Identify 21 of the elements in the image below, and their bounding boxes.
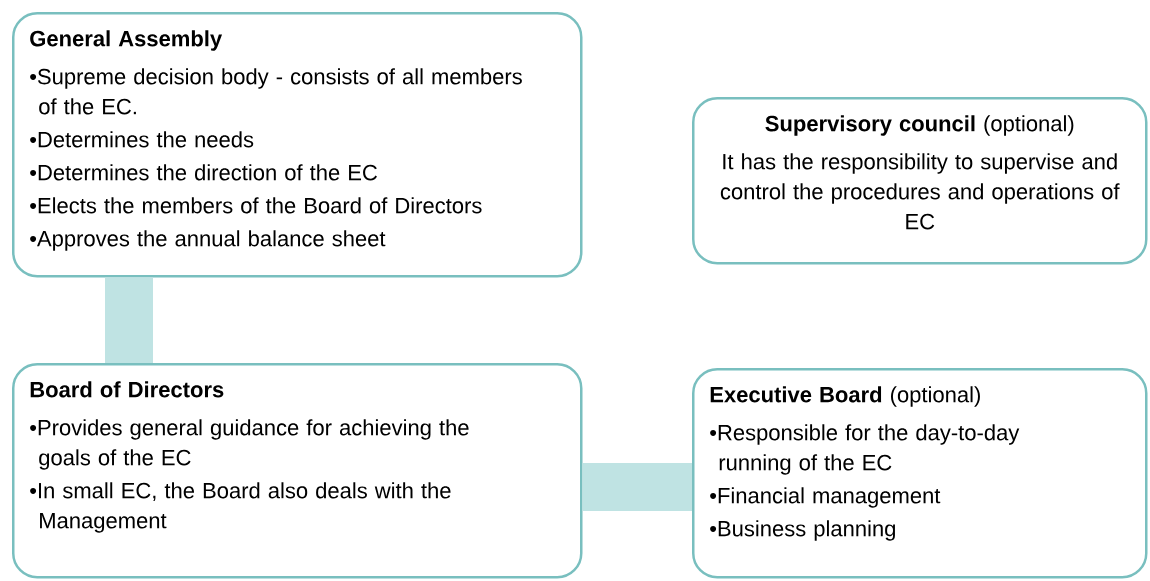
box-heading: Supervisory council (optional) xyxy=(765,115,1074,136)
bullet-item: •Business planning xyxy=(710,520,895,541)
org-box xyxy=(692,368,1148,579)
bullet-item: •Determines the needs xyxy=(30,131,254,148)
connector-band xyxy=(105,277,153,363)
org-box xyxy=(692,97,1148,265)
bullet-item: •Supreme decision body - consists of all members of the EC. xyxy=(30,68,522,115)
box-heading: General Assembly xyxy=(30,30,223,51)
bullet-item: •Responsible for the day-to-day running of the EC xyxy=(710,424,1020,475)
description-text: It has the responsibility to supervise and control the procedures and operations of EC xyxy=(720,153,1120,230)
connector-band xyxy=(582,463,692,511)
bullet-item: •Financial management xyxy=(710,487,941,508)
bullet-item: •In small EC, the Board also deals with the Management xyxy=(30,482,451,533)
bullet-item: •Approves the annual balance sheet xyxy=(30,230,386,251)
bullet-item: •Provides general guidance for achieving the goals of the EC xyxy=(30,419,469,470)
box-heading: Board of Directors xyxy=(30,381,224,398)
org-box xyxy=(12,12,583,278)
bullet-item: •Elects the members of the Board of Directors xyxy=(30,197,482,214)
box-heading: Executive Board (optional) xyxy=(710,386,980,407)
bullet-item: •Determines the direction of the EC xyxy=(30,164,377,181)
org-box xyxy=(12,363,583,579)
